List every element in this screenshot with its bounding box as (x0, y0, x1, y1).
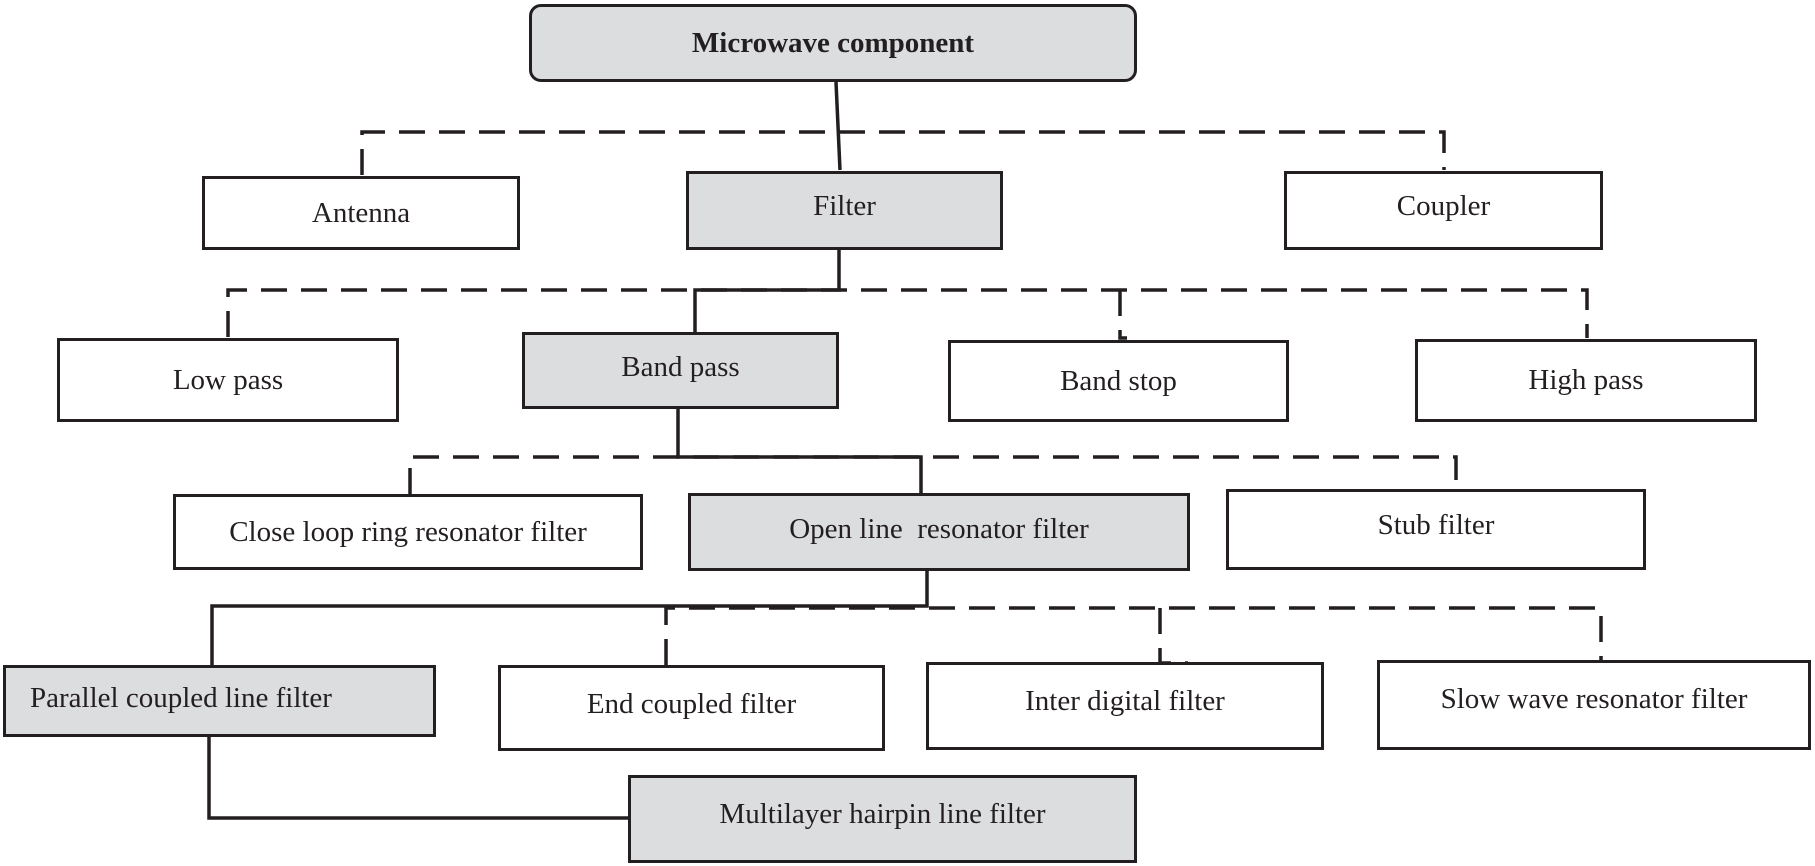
node-inter-digital-filter: Inter digital filter (926, 662, 1324, 750)
node-close-loop-ring-resonator-filter: Close loop ring resonator filter (173, 494, 643, 570)
root-node-microwave-component: Microwave component (529, 4, 1137, 82)
node-label: Low pass (172, 363, 284, 396)
node-multilayer-hairpin-line-filter: Multilayer hairpin line filter (628, 775, 1137, 863)
node-label: Slow wave resonator filter (1440, 682, 1748, 715)
connector-level1-dashed (360, 130, 1446, 175)
node-slow-wave-resonator-filter: Slow wave resonator filter (1377, 660, 1811, 750)
node-antenna: Antenna (202, 176, 520, 250)
node-label: Band stop (1060, 364, 1177, 397)
connector-level4-dashed (664, 606, 1603, 665)
node-label: Open line resonator filter (789, 512, 1089, 545)
node-open-line-resonator-filter: Open line resonator filter (688, 493, 1190, 571)
node-label: Filter (813, 190, 876, 222)
connector-level2-dashed (226, 288, 1589, 340)
node-label: Multilayer hairpin line filter (719, 797, 1046, 830)
connector-openline-parallel (210, 570, 929, 665)
node-low-pass: Low pass (57, 338, 399, 422)
node-band-stop: Band stop (948, 340, 1289, 422)
node-label: Band pass (621, 351, 740, 383)
node-stub-filter: Stub filter (1226, 489, 1646, 570)
node-band-pass: Band pass (522, 332, 839, 409)
connector-bandpass-openline (676, 408, 923, 493)
node-label: High pass (1528, 364, 1644, 396)
connector-level3-dashed (408, 455, 1458, 494)
node-label: Microwave component (691, 26, 975, 59)
node-label: Stub filter (1377, 509, 1495, 541)
node-label: Antenna (311, 196, 411, 229)
node-parallel-coupled-line-filter: Parallel coupled line filter (3, 665, 436, 737)
node-filter: Filter (686, 171, 1003, 250)
node-label: Inter digital filter (1025, 684, 1225, 717)
node-end-coupled-filter: End coupled filter (498, 665, 885, 751)
node-label: Close loop ring resonator filter (229, 515, 587, 548)
connector-root-filter (834, 81, 842, 171)
node-label: End coupled filter (586, 687, 797, 720)
connector-parallel-multilayer (207, 734, 628, 820)
node-label: Coupler (1396, 190, 1491, 222)
node-label: Parallel coupled line filter (30, 681, 332, 714)
node-coupler: Coupler (1284, 171, 1603, 250)
node-high-pass: High pass (1415, 339, 1757, 422)
